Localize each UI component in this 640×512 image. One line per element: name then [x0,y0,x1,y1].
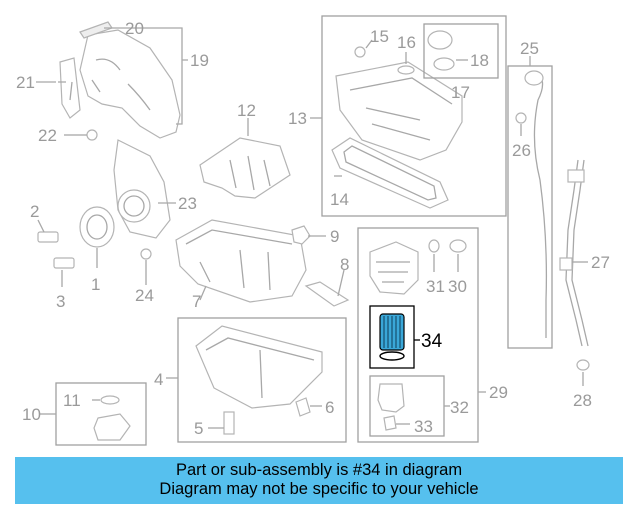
caption-line-1: Part or sub-assembly is #34 in diagram [175,461,463,479]
callout-8: 8 [340,255,349,274]
callout-2: 2 [30,202,39,221]
part-16-cap [397,52,415,75]
part-14-gasket [331,137,449,209]
callout-21: 21 [16,73,35,92]
callout-31: 31 [426,277,445,296]
part-17-filler-cap [427,30,453,50]
callout-25: 25 [520,39,539,58]
parts-diagram: 1 2 3 4 5 6 7 8 9 10 11 12 13 14 15 16 1… [16,15,610,446]
callout-12: 12 [237,101,256,120]
callout-4: 4 [154,370,163,389]
callout-18: 18 [470,51,489,70]
part-11-o-ring [100,395,120,405]
callout-3: 3 [56,292,65,311]
callout-6: 6 [325,398,334,417]
callout-24: 24 [135,286,154,305]
callout-22: 22 [38,126,57,145]
callout-14: 14 [330,190,349,209]
part-27-dipstick-tube [565,159,583,347]
part-19-timing-cover [79,29,181,139]
part-28-o-ring [576,359,590,386]
sensor-body [93,413,131,441]
callout-16: 16 [397,33,416,52]
part-5-drain-bolt [208,411,235,435]
callout-15: 15 [370,27,389,46]
callout-5: 5 [194,419,203,438]
part-24-stud [140,248,152,285]
part-15-bolt [354,39,373,58]
callout-labels: 1 2 3 4 5 6 7 8 9 10 11 12 13 14 15 16 1… [16,19,610,438]
timing-cover-group [36,21,188,239]
part-3-bolt [53,257,75,287]
callout-7: 7 [192,292,201,311]
callout-32: 32 [450,398,469,417]
callout-27: 27 [591,253,610,272]
part-1-crank-pulley [79,206,115,248]
part-7-oil-pan-upper [175,219,307,303]
callout-11: 11 [63,391,81,410]
part-12-baffle [199,118,291,199]
part-6-clip [295,397,322,417]
part-2-bolt [37,219,59,243]
callout-10: 10 [22,405,41,424]
part-23-lower-timing-cover [113,139,171,239]
caption-line-2: Diagram may not be specific to your vehi… [159,480,479,498]
filter-housing [369,241,419,295]
part-21-cover-bracket [59,57,81,119]
callout-13: 13 [288,109,307,128]
part-30-seal [449,239,467,272]
dipstick-group [507,56,553,349]
oil-filter-housing-group [357,227,486,443]
dipstick-tube-group [559,159,590,386]
part-31-seal [428,239,440,272]
sensor-group [40,382,147,446]
callout-33: 33 [414,417,433,436]
part-25-dipstick [533,71,548,338]
callout-29: 29 [489,383,508,402]
callout-9: 9 [330,227,339,246]
part-26-o-ring [515,112,527,136]
callout-20: 20 [125,19,144,38]
part-9-drain-plug [291,225,326,245]
callout-26: 26 [512,141,531,160]
callout-30: 30 [448,277,467,296]
callout-17: 17 [451,83,470,102]
part-8-gasket [304,269,350,307]
part-18-seal [433,57,455,71]
callout-34[interactable]: 34 [421,331,443,352]
callout-19: 19 [190,51,209,70]
caption-banner: Part or sub-assembly is #34 in diagram D… [15,457,623,504]
part-34-oil-filter-element[interactable] [369,305,420,369]
callout-28: 28 [573,391,592,410]
pulley-group [37,206,152,287]
part-33-o-ring [383,415,410,431]
callout-23: 23 [178,194,197,213]
part-32-filter-cap [377,383,405,413]
callout-1: 1 [91,275,100,294]
oil-pan-lower-group [166,317,347,443]
valve-cover-group [310,15,507,217]
part-22-bolt [80,129,98,141]
